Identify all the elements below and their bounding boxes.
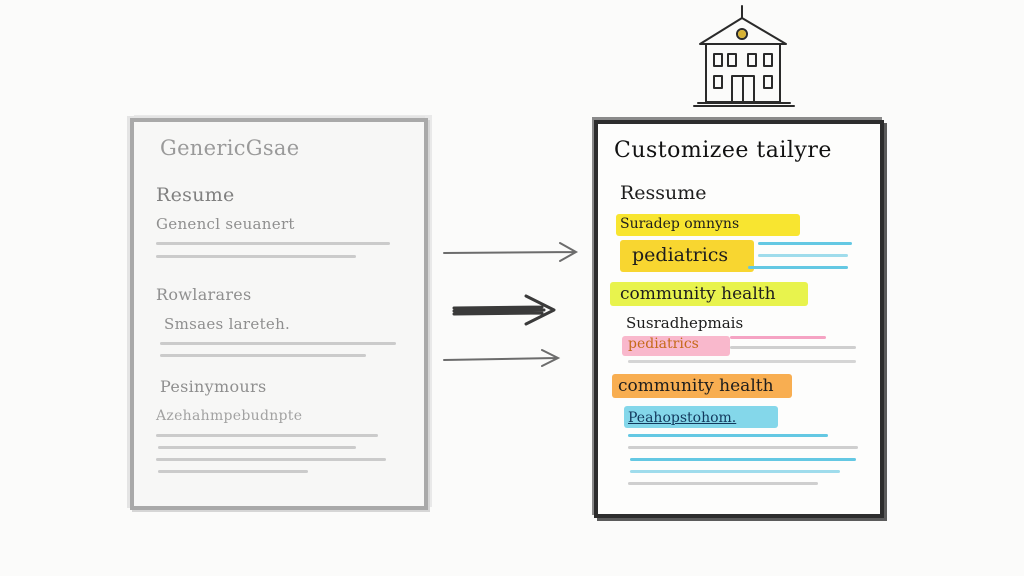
custom-heading: Ressume [620,182,707,204]
custom-line [628,482,818,485]
generic-skills: Smsaes lareteh. [164,315,291,333]
generic-summary: Genencl seuanert [156,215,295,233]
custom-line [630,458,856,461]
custom-line [748,266,848,269]
generic-resume: GenericGsae Resume Genencl seuanert Rowl… [130,118,428,510]
arrow-right-icon [443,349,561,367]
generic-line [160,354,366,357]
custom-line [628,360,856,363]
custom-line [758,242,852,245]
generic-line [156,242,390,245]
highlight-yellow [616,214,800,236]
generic-section-positions: Pesinymours [160,377,267,396]
generic-line [156,458,386,461]
customized-resume: Customizee tailyre Ressume Suradep omnyn… [594,120,884,518]
generic-line [160,342,396,345]
generic-associations: Azehahmpebudnpte [156,408,303,424]
highlight-pink [622,336,730,356]
custom-line [758,254,848,257]
generic-heading: Resume [156,184,235,206]
arrow-right-icon [452,294,556,326]
generic-section-roles: Rowlarares [156,285,252,304]
highlight-cyan [624,406,778,428]
generic-line [158,470,308,473]
custom-line [628,446,858,449]
keyword-pediatrics: pediatrics [632,244,729,266]
arrow-right-icon [443,242,579,262]
custom-line [628,434,828,437]
generic-line [156,255,356,258]
highlight-orange [612,374,792,398]
custom-line [730,336,826,339]
highlight-lime [610,282,808,306]
keyword-custom: Peahopstohom. [628,410,737,426]
custom-skills-line: Suradep omnyns [620,216,740,232]
highlight-yellow [620,240,754,272]
generic-line [156,434,378,437]
keyword-pediatrics: pediatrics [628,336,699,352]
school-building-icon [693,5,795,107]
custom-subheading: Susradhepmais [626,314,744,332]
custom-line [730,346,856,349]
custom-title: Customizee tailyre [614,138,832,163]
keyword-community-health: community health [620,284,776,304]
generic-line [158,446,356,449]
generic-title: GenericGsae [160,136,300,160]
keyword-community-health: community health [618,376,774,396]
custom-line [630,470,840,473]
